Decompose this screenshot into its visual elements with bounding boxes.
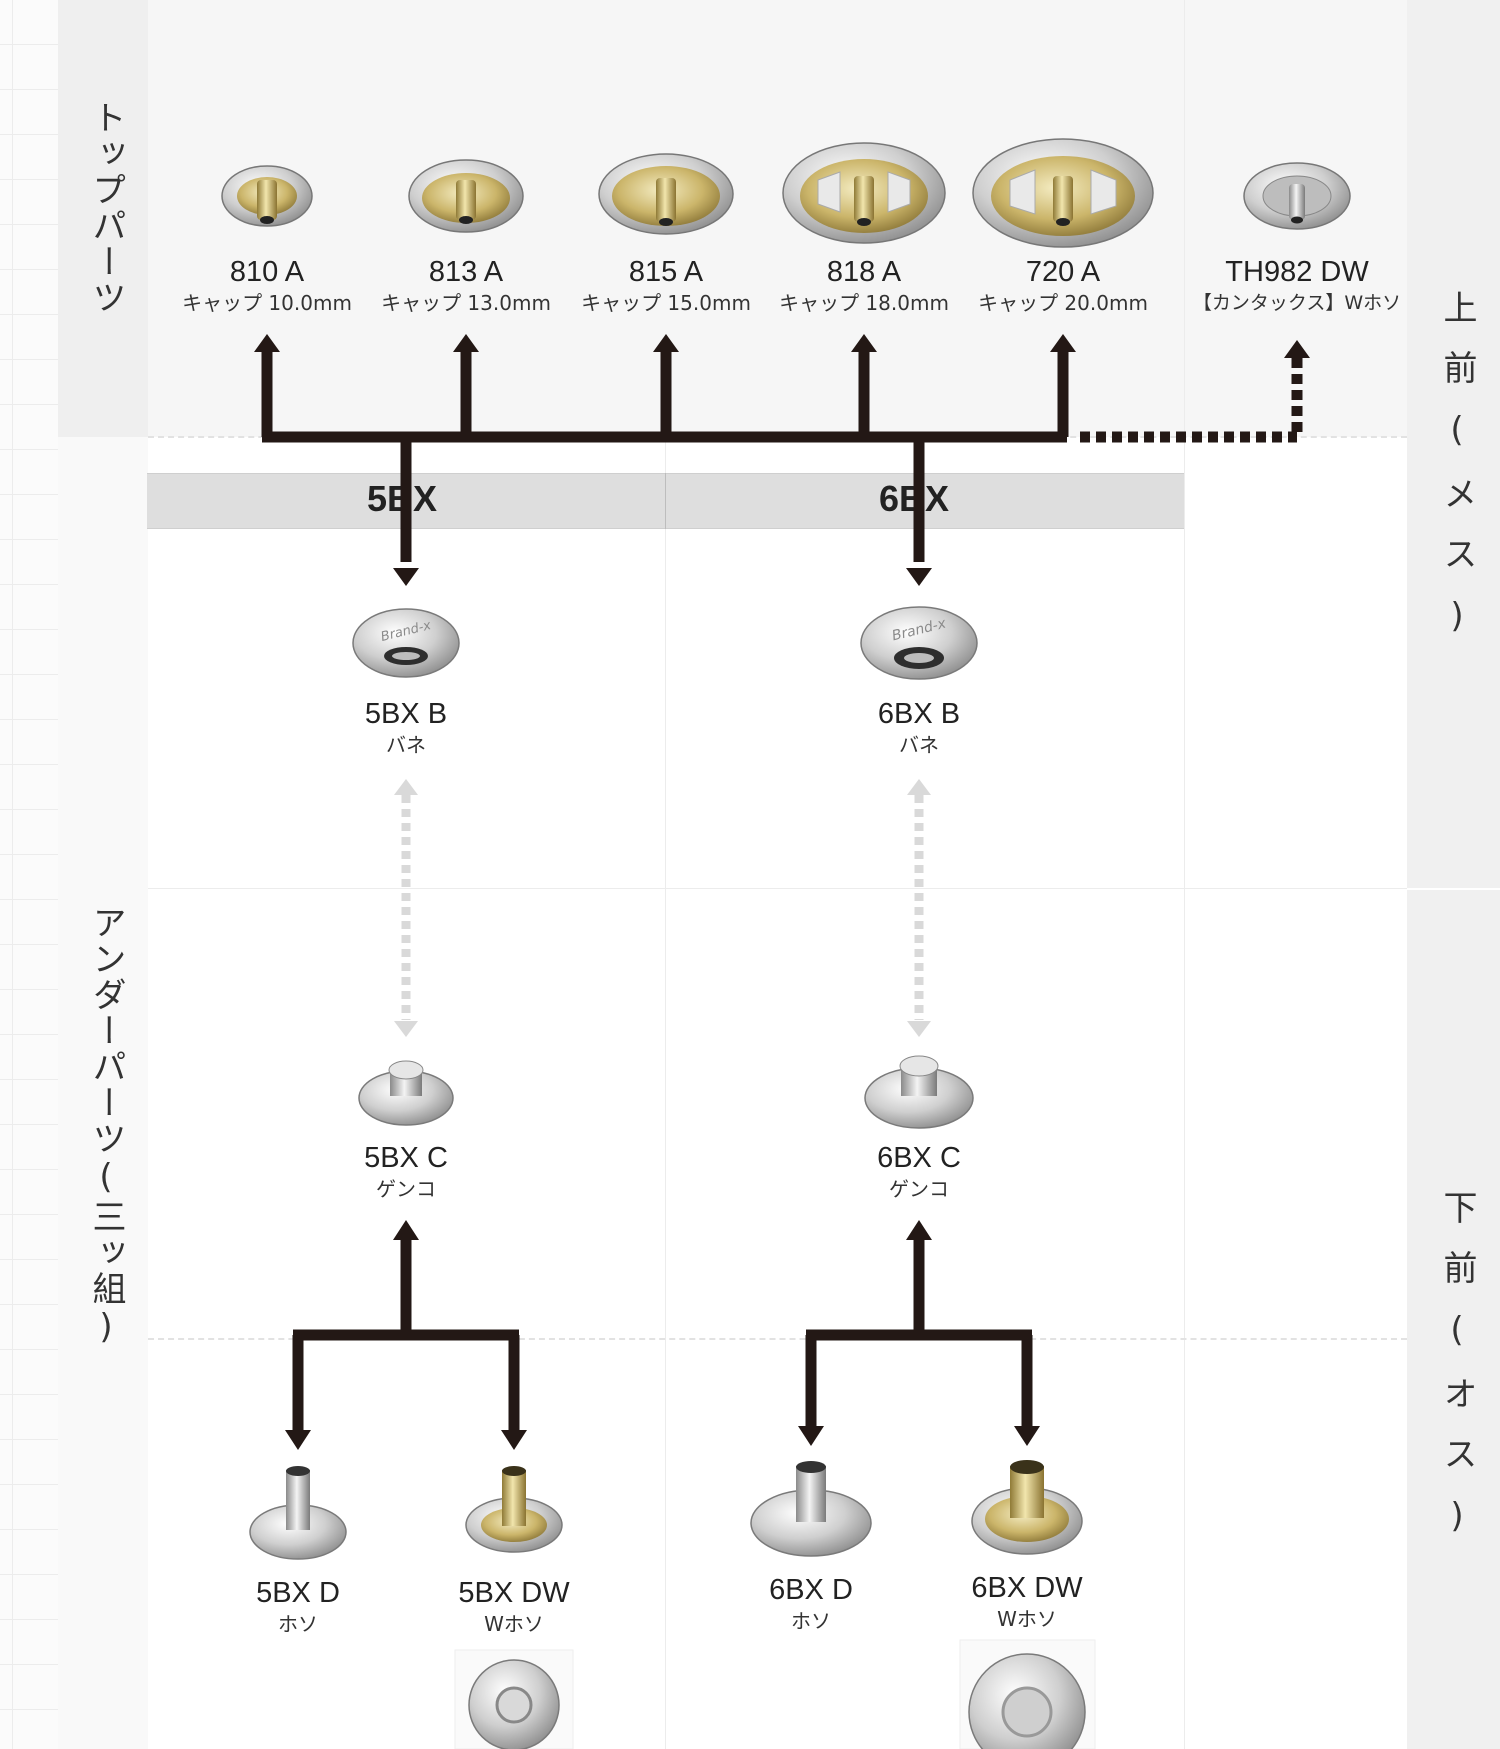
stud-image-5bx-c <box>358 1060 454 1126</box>
part-code: TH982 DW <box>1225 256 1369 288</box>
spring-image-5bx-b <box>352 608 460 678</box>
part-code: 5BX D <box>256 1577 340 1609</box>
part-desc: キャップ 20.0mm <box>978 291 1148 315</box>
under-parts-label: アンダーパーツ(三ッ組) <box>86 905 126 1349</box>
cap-image-818a <box>782 142 946 244</box>
part-code: 6BX C <box>877 1142 961 1174</box>
caption-815a: 815 A キャップ 15.0mm <box>581 255 751 317</box>
part-code: 813 A <box>428 256 504 288</box>
column-divider-center <box>665 437 666 1749</box>
post-image-6bx-dw <box>971 1460 1083 1555</box>
caption-5bx-b: 5BX B バネ <box>365 697 447 759</box>
label-column-top <box>58 0 148 437</box>
post-image-5bx-dw <box>465 1466 563 1553</box>
bottom-connector-tree <box>292 1240 1033 1432</box>
post-image-6bx-d <box>750 1461 872 1557</box>
spring-stud-dotted-links <box>401 795 924 1020</box>
post-image-5bx-d <box>249 1466 347 1560</box>
part-code: 5BX DW <box>458 1577 570 1609</box>
caption-810a: 810 A キャップ 10.0mm <box>182 255 352 317</box>
top-parts-label: トップパーツ <box>86 100 126 316</box>
spring-image-6bx-b <box>860 606 978 680</box>
caption-6bx-dw: 6BX DW Wホソ <box>971 1571 1082 1633</box>
part-desc: ゲンコ <box>375 1177 436 1201</box>
caption-th982dw: TH982 DW 【カンタックス】Wホソ <box>1193 255 1401 317</box>
part-desc: Wホソ <box>997 1607 1057 1631</box>
cap-image-720a <box>972 138 1154 248</box>
part-code: 818 A <box>826 256 902 288</box>
side-ruler <box>0 0 58 1749</box>
top-connector-tree <box>261 350 1069 562</box>
lower-male-label: 下前(オス) <box>1437 1190 1477 1562</box>
post-bottom-view-5bx-dw <box>454 1649 574 1749</box>
part-code: 720 A <box>1025 256 1101 288</box>
upper-female-label: 上前(メス) <box>1437 290 1477 662</box>
part-desc: バネ <box>386 733 426 757</box>
dotted-connector-th982 <box>1080 358 1303 443</box>
caption-720a: 720 A キャップ 20.0mm <box>978 255 1148 317</box>
part-desc: バネ <box>899 733 939 757</box>
cap-image-813a <box>408 159 524 233</box>
caption-6bx-c: 6BX C ゲンコ <box>877 1141 961 1203</box>
part-image-th982dw <box>1243 162 1351 230</box>
part-code: 5BX C <box>364 1142 448 1174</box>
stud-image-6bx-c <box>864 1055 974 1129</box>
label-column-bottom <box>58 437 148 1749</box>
part-desc: ホソ <box>277 1612 318 1636</box>
right-column-divider <box>1407 888 1500 890</box>
caption-813a: 813 A キャップ 13.0mm <box>381 255 551 317</box>
part-desc: ゲンコ <box>888 1177 949 1201</box>
caption-6bx-d: 6BX D ホソ <box>769 1573 853 1635</box>
part-desc: キャップ 13.0mm <box>381 291 551 315</box>
part-desc: キャップ 10.0mm <box>182 291 352 315</box>
part-desc: キャップ 15.0mm <box>581 291 751 315</box>
cap-image-810a <box>221 165 313 227</box>
caption-818a: 818 A キャップ 18.0mm <box>779 255 949 317</box>
post-bottom-view-6bx-dw <box>959 1639 1096 1749</box>
caption-5bx-d: 5BX D ホソ <box>256 1576 340 1638</box>
dotted-arrowhead-th982 <box>1284 340 1310 358</box>
part-desc: キャップ 18.0mm <box>779 291 949 315</box>
caption-6bx-b: 6BX B バネ <box>878 697 960 759</box>
caption-5bx-c: 5BX C ゲンコ <box>364 1141 448 1203</box>
part-desc: ホソ <box>790 1609 831 1633</box>
part-code: 6BX DW <box>971 1572 1083 1604</box>
part-code: 6BX B <box>877 698 961 730</box>
part-code: 815 A <box>628 256 704 288</box>
series-header-divider <box>665 473 666 529</box>
part-code: 810 A <box>229 256 305 288</box>
part-desc: 【カンタックス】Wホソ <box>1192 292 1402 314</box>
top-arrowheads <box>254 334 1076 586</box>
row-divider-middle <box>148 888 1407 889</box>
cap-image-815a <box>598 153 734 235</box>
ruler-line <box>12 0 13 1749</box>
right-label-column <box>1407 0 1500 1749</box>
caption-5bx-dw: 5BX DW Wホソ <box>458 1576 569 1638</box>
part-desc: Wホソ <box>484 1612 544 1636</box>
column-divider-right <box>1184 0 1185 1749</box>
row-divider-dashed <box>148 1338 1407 1340</box>
part-code: 5BX B <box>364 698 448 730</box>
part-code: 6BX D <box>769 1574 853 1606</box>
